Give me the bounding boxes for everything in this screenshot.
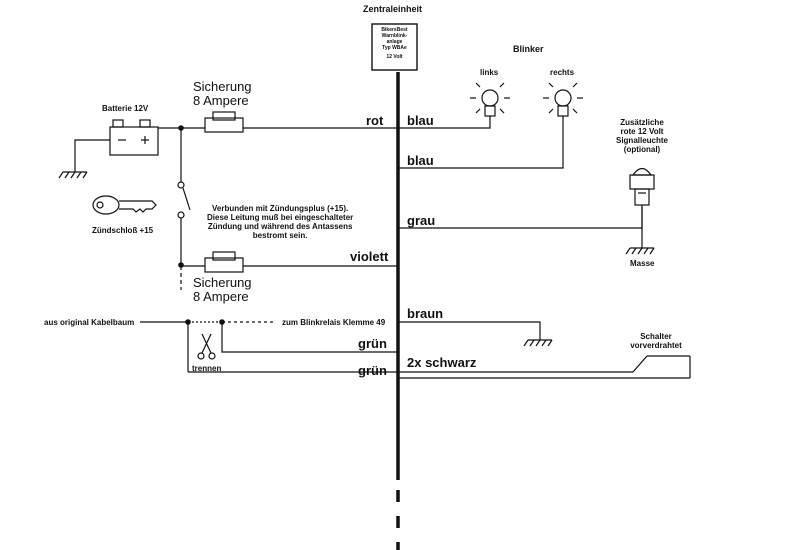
scissors-icon: [197, 333, 216, 360]
fuse-top-icon: [204, 111, 244, 133]
signal-lamp-line: Signalleuchte: [615, 136, 668, 145]
switch-icon: [632, 355, 691, 378]
wire-braun: [398, 321, 541, 340]
signal-lamp-line: (optional): [623, 145, 661, 154]
wire-label-rot: rot: [366, 113, 384, 128]
blinker-title: Blinker: [513, 44, 544, 54]
fuse-top-line: Sicherung: [193, 79, 252, 94]
wire-label-gruen-2: grün: [358, 363, 387, 378]
battery-label: Batterie 12V: [102, 104, 149, 113]
battery-icon: [109, 119, 159, 156]
wire-label-grau: grau: [407, 213, 436, 228]
fuse-bottom-icon: [204, 251, 244, 273]
fuse-top-line: 8 Ampere: [193, 93, 249, 108]
switch-line: vorverdrahtet: [630, 341, 682, 350]
wire-blau-2: [398, 116, 564, 169]
blinker-right-label: rechts: [550, 68, 575, 77]
cut-label: trennen: [192, 364, 222, 373]
ignition-switch-blade: [182, 187, 191, 211]
note-line: Verbunden mit Zündungsplus (+15).: [212, 204, 349, 213]
battery-ground-wire: [74, 139, 110, 172]
central-unit-line: 12 Volt: [386, 54, 403, 60]
signal-lamp-line: Zusätzliche: [620, 118, 664, 127]
wire-label-blau-2: blau: [407, 153, 434, 168]
wire-label-schwarz: 2x schwarz: [407, 355, 477, 370]
central-unit-box: [371, 23, 418, 71]
harness-source-label: aus original Kabelbaum: [44, 318, 135, 327]
signal-lamp-line: rote 12 Volt: [620, 127, 664, 136]
ignition-note: Verbunden mit Zündungsplus (+15). Diese …: [207, 204, 353, 240]
relay-label: zum Blinkrelais Klemme 49: [282, 318, 386, 327]
note-line: bestromt sein.: [252, 231, 308, 240]
switch-line: Schalter: [640, 332, 672, 341]
ground-symbol-battery: [58, 171, 88, 179]
central-unit-label: BikersBest Warnblink- anlage Typ WBAe 12…: [373, 27, 416, 60]
ignition-key-icon: [92, 195, 157, 215]
wire-label-violett: violett: [350, 249, 389, 264]
fuse-bottom-line: Sicherung: [193, 275, 252, 290]
blinker-left-icon: [470, 82, 510, 117]
ground-symbol-lamp: [625, 247, 655, 255]
ground-label: Masse: [630, 259, 655, 268]
ignition-label: Zündschloß +15: [92, 226, 154, 235]
fuse-bottom-line: 8 Ampere: [193, 289, 249, 304]
signal-lamp-label: Zusätzliche rote 12 Volt Signalleuchte (…: [612, 118, 672, 154]
blinker-right-icon: [543, 82, 583, 117]
blinker-left-label: links: [480, 68, 499, 77]
wire-label-blau-1: blau: [407, 113, 434, 128]
wire-label-braun: braun: [407, 306, 444, 321]
wire-label-gruen-1: grün: [358, 336, 387, 351]
central-unit-line: anlage: [386, 39, 403, 45]
switch-label: Schalter vorverdrahtet: [622, 332, 690, 350]
wire-gruen-1: [221, 322, 398, 353]
central-unit-line: Warnblink-: [381, 33, 408, 39]
fuse-bottom-label: Sicherung 8 Ampere: [193, 276, 252, 304]
signal-lamp-icon: [629, 167, 655, 206]
central-unit-line: BikersBest: [381, 27, 408, 33]
wire-blau-1: [398, 116, 491, 129]
note-line: Diese Leitung muß bei eingeschalteter: [207, 213, 354, 222]
ground-symbol-braun: [523, 339, 553, 347]
note-line: Zündung und während des Antassens: [207, 222, 353, 231]
fuse-top-label: Sicherung 8 Ampere: [193, 80, 252, 108]
central-unit-line: Typ WBAe: [382, 45, 407, 51]
central-unit-title: Zentraleinheit: [363, 4, 423, 14]
